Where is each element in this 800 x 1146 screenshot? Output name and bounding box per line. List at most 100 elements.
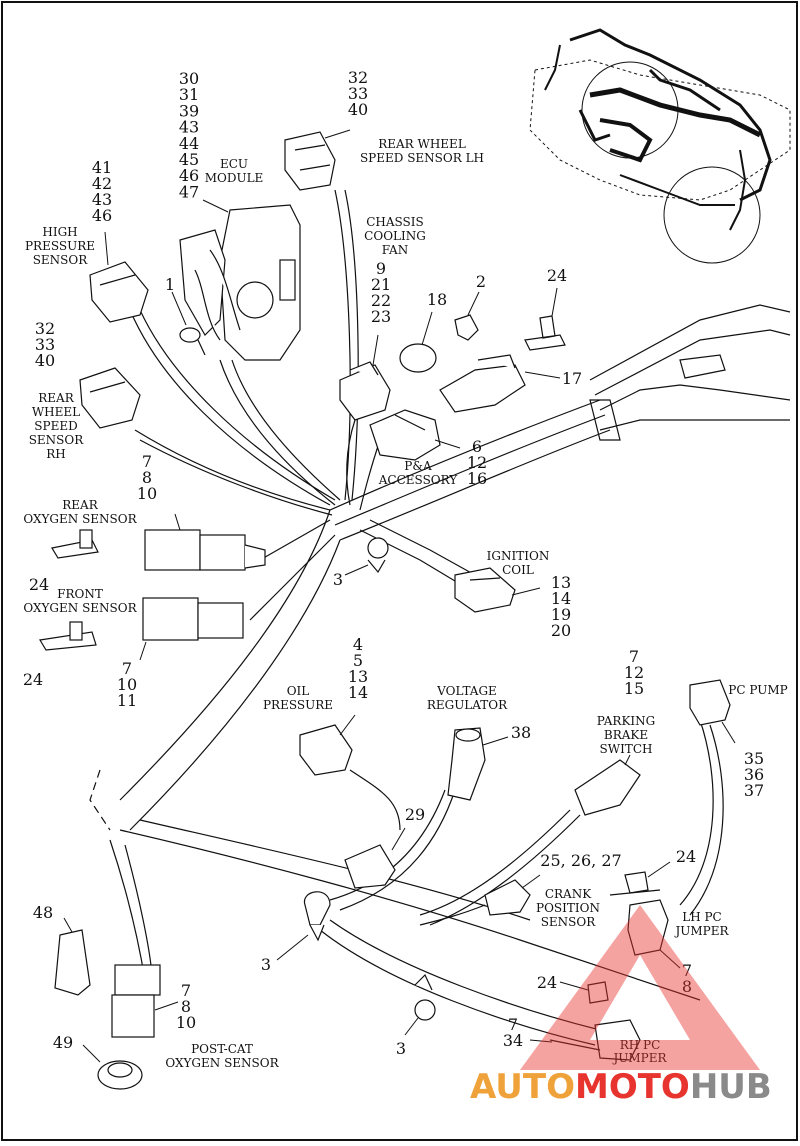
text-line: PC PUMP	[728, 683, 787, 697]
text-line: 13	[348, 667, 368, 686]
text-line: 32	[348, 68, 368, 87]
text-line: 24	[547, 266, 567, 285]
text-line: PRESSURE	[263, 698, 333, 712]
text-line: 30	[179, 69, 199, 88]
ecu-module-part	[179, 204, 301, 361]
text-line: 33	[35, 335, 55, 354]
crank-position-sensor-connector	[484, 879, 531, 916]
text-line: 46	[179, 166, 199, 185]
post-cat-oxygen-sensor-connector	[111, 964, 161, 1038]
text-line: 43	[92, 190, 112, 209]
frame-bracket	[589, 304, 791, 441]
text-line: 33	[348, 84, 368, 103]
text-line: OXYGEN SENSOR	[165, 1056, 279, 1070]
text-line: 16	[467, 469, 487, 488]
text-line: 48	[33, 903, 53, 922]
part-17-connector	[439, 364, 526, 413]
text-line: 20	[551, 621, 571, 640]
part-3-upper-callout: 3	[333, 570, 343, 589]
rh-pc-jumper-connector	[549, 1019, 641, 1061]
text-line: 49	[53, 1033, 73, 1052]
text-line: CRANK	[545, 887, 592, 901]
text-line: 7	[181, 981, 191, 1000]
rws-rh-connector	[79, 367, 141, 429]
text-line: OXYGEN SENSOR	[23, 601, 137, 615]
text-line: 6	[472, 437, 482, 456]
text-line: ECU	[220, 157, 248, 171]
part-1-callout: 1	[165, 275, 175, 294]
text-line: 32	[35, 319, 55, 338]
text-line: 7	[508, 1015, 518, 1034]
text-line: JUMPER	[673, 924, 729, 938]
text-line: 24	[537, 973, 557, 992]
part-29-callout: 29	[405, 805, 425, 824]
text-line: 37	[744, 781, 764, 800]
text-line: FAN	[382, 243, 408, 257]
part-18-grommet	[399, 343, 437, 373]
rear-oxygen-sensor-stud	[51, 529, 99, 559]
leader-lines	[63, 129, 736, 1063]
text-line: 14	[348, 683, 368, 702]
text-line: PARKING	[597, 714, 655, 728]
text-line: 45	[179, 150, 199, 169]
pc-pump-connector	[689, 679, 731, 726]
text-line: 24	[29, 575, 49, 594]
voltage-regulator-connector	[447, 727, 486, 801]
text-line: SPEED SENSOR LH	[360, 151, 484, 165]
text-line: RH	[46, 447, 66, 461]
text-line: 24	[23, 670, 43, 689]
text-line: 23	[371, 307, 391, 326]
text-line: 3	[333, 570, 343, 589]
watermark-triangle-icon	[520, 905, 760, 1070]
inset-motorcycle-illustration	[529, 28, 791, 264]
text-line: 10	[117, 675, 137, 694]
harness-branches	[129, 189, 724, 1046]
svg-text:AUTOMOTOHUB: AUTOMOTOHUB	[470, 1067, 772, 1107]
text-line: COOLING	[364, 229, 426, 243]
text-line: FRONT	[57, 587, 103, 601]
text-line: IGNITION	[487, 549, 550, 563]
oil-pressure-connector	[299, 724, 353, 776]
text-line: REAR WHEEL	[378, 137, 466, 151]
text-line: REAR	[62, 498, 98, 512]
part-29-connector	[344, 844, 396, 889]
text-line: 25, 26, 27	[540, 851, 621, 870]
watermark-hub: HUB	[690, 1067, 772, 1107]
text-line: CHASSIS	[366, 215, 424, 229]
text-line: 9	[376, 259, 386, 278]
text-line: SENSOR	[541, 915, 597, 929]
text-line: HIGH	[42, 225, 77, 239]
text-line: 19	[551, 605, 571, 624]
parking-brake-switch-connector	[574, 759, 641, 816]
part-24-rear-o2-callout: 24	[29, 575, 49, 594]
text-line: PRESSURE	[25, 239, 95, 253]
harness-trunk	[89, 399, 701, 1001]
text-line: 8	[142, 468, 152, 487]
automotohub-watermark: AUTOMOTOHUB	[470, 905, 772, 1107]
text-line: 7	[142, 452, 152, 471]
text-line: 3	[261, 955, 271, 974]
text-line: ACCESSORY	[378, 473, 459, 487]
text-line: 10	[137, 484, 157, 503]
text-line: 8	[181, 997, 191, 1016]
text-line: SENSOR	[33, 253, 89, 267]
